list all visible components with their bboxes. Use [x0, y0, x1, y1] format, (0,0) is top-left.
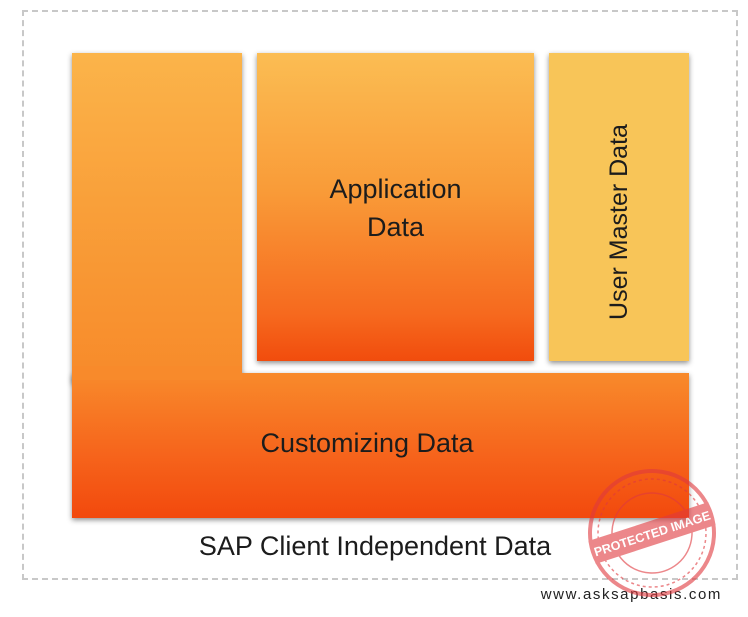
application-data-label: Application Data — [257, 170, 534, 246]
protected-image-stamp-icon: PROTECTED IMAGE — [588, 469, 716, 597]
customizing-data-label: Customizing Data — [260, 428, 474, 458]
application-data-block — [257, 53, 534, 361]
customizing-block-joint — [72, 366, 242, 380]
diagram-frame — [22, 10, 738, 580]
user-master-data-label: User Master Data — [605, 124, 633, 320]
user-master-data-block — [549, 53, 689, 361]
application-label-line1: Application — [329, 174, 462, 204]
customizing-block-horizontal — [72, 373, 689, 518]
diagram-caption: SAP Client Independent Data — [198, 531, 552, 561]
application-label-line2: Data — [366, 212, 425, 242]
customizing-block-vertical — [72, 53, 242, 383]
